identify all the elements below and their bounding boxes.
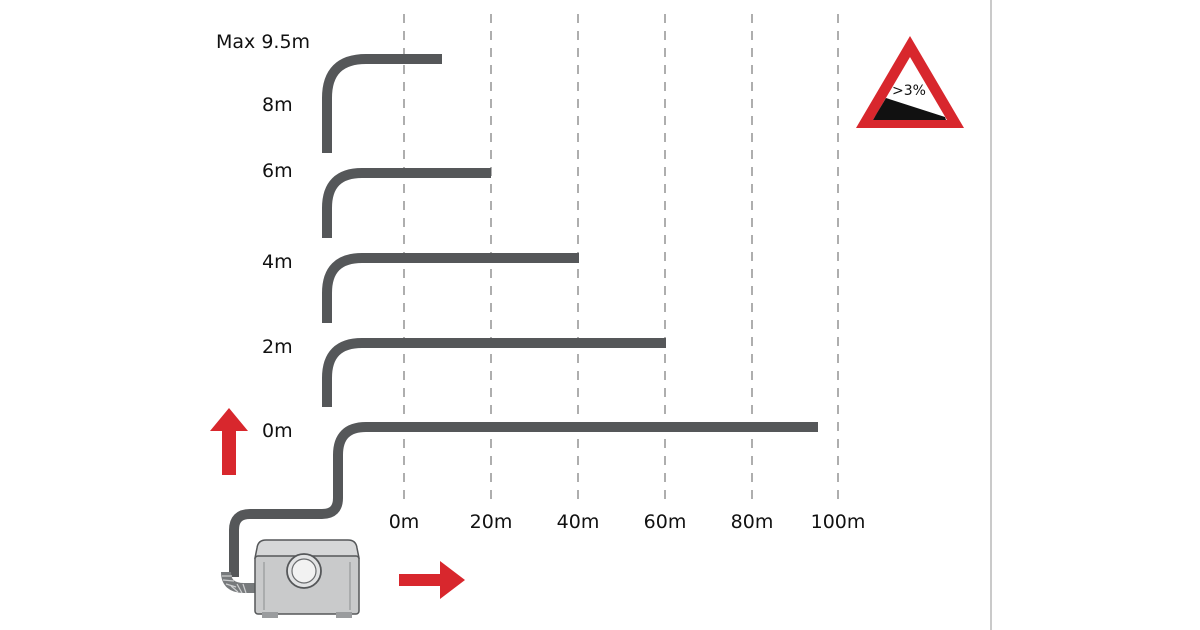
pipe-run-0m xyxy=(229,422,818,577)
pipe-run-2m xyxy=(322,338,666,407)
pipe-run-6m xyxy=(322,168,491,238)
distance-label-40m: 40m xyxy=(557,511,600,533)
distance-label-20m: 20m xyxy=(470,511,513,533)
height-label-2m: 2m xyxy=(262,336,293,358)
height-label-max: Max 9.5m xyxy=(216,31,310,53)
distance-label-0m: 0m xyxy=(389,511,420,533)
gradient-label: >3% xyxy=(892,83,926,99)
pump-icon xyxy=(221,539,360,618)
distance-label-60m: 60m xyxy=(644,511,687,533)
pipe-runs xyxy=(229,54,818,577)
height-label-8m: 8m xyxy=(262,94,293,116)
pipe-run-max xyxy=(322,54,442,153)
right-arrow-icon xyxy=(399,561,465,599)
distance-label-100m: 100m xyxy=(811,511,866,533)
height-label-6m: 6m xyxy=(262,160,293,182)
height-labels: Max 9.5m 8m 6m 4m 2m 0m xyxy=(216,31,310,442)
warning-triangle-icon: >3% xyxy=(856,36,964,128)
height-label-0m: 0m xyxy=(262,420,293,442)
height-label-4m: 4m xyxy=(262,251,293,273)
distance-label-80m: 80m xyxy=(731,511,774,533)
distance-labels: 0m 20m 40m 60m 80m 100m xyxy=(389,511,866,533)
up-arrow-icon xyxy=(210,408,248,475)
slope-shape xyxy=(873,98,946,120)
pipe-run-4m xyxy=(322,253,579,323)
